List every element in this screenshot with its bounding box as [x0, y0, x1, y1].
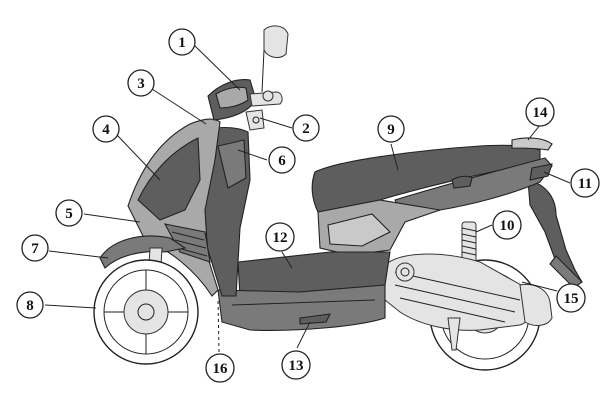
callout-9-label: 9 — [387, 122, 395, 138]
callout-5: 5 — [55, 199, 83, 227]
callout-15: 15 — [556, 283, 586, 313]
ignition-lock — [245, 109, 265, 131]
leader-lines — [44, 44, 571, 353]
callout-6-label: 6 — [278, 153, 286, 169]
front-fairing-side-panel — [137, 137, 201, 221]
tail-light — [529, 163, 553, 181]
exhaust — [519, 283, 553, 326]
rear-grab-rail — [511, 137, 553, 151]
side-stand — [447, 317, 461, 351]
callout-12: 12 — [265, 222, 295, 252]
callout-16-label: 16 — [213, 361, 229, 377]
callout-5-label: 5 — [65, 206, 73, 222]
callout-8: 8 — [16, 291, 44, 319]
callout-16: 16 — [205, 353, 235, 383]
callout-13: 13 — [281, 350, 311, 380]
callout-10: 10 — [492, 210, 522, 240]
callout-2-label: 2 — [302, 121, 310, 137]
callout-1: 1 — [168, 28, 196, 56]
callout-7-label: 7 — [31, 241, 39, 257]
instrument-panel — [215, 86, 249, 109]
callout-8-label: 8 — [26, 298, 34, 314]
callout-10-label: 10 — [500, 218, 515, 234]
callout-14-label: 14 — [533, 105, 549, 121]
callout-14: 14 — [525, 97, 555, 127]
side-panel-insert — [327, 213, 391, 247]
callout-3: 3 — [127, 69, 155, 97]
tail-fairing — [394, 157, 553, 221]
belly-panel — [217, 284, 386, 331]
front-wheel — [93, 259, 199, 365]
callout-2: 2 — [292, 114, 320, 142]
mirror-stem — [261, 49, 265, 93]
engine-pivot — [395, 262, 415, 282]
callout-11: 11 — [570, 168, 600, 198]
front-mudguard — [99, 235, 187, 269]
callout-3-label: 3 — [137, 76, 145, 92]
callout-6: 6 — [268, 146, 296, 174]
callout-7: 7 — [21, 234, 49, 262]
callout-13-label: 13 — [289, 358, 304, 374]
callout-15-label: 15 — [564, 291, 579, 307]
callout-4-label: 4 — [102, 122, 110, 138]
callout-12-label: 12 — [273, 230, 288, 246]
callout-9: 9 — [377, 115, 405, 143]
callout-4: 4 — [92, 115, 120, 143]
scooter-illustration — [93, 25, 583, 371]
mirror — [263, 25, 289, 58]
callout-11-label: 11 — [578, 176, 592, 192]
fuel-cap-area — [451, 175, 473, 189]
callout-1-label: 1 — [178, 35, 186, 51]
leg-shield-storage — [217, 139, 247, 189]
